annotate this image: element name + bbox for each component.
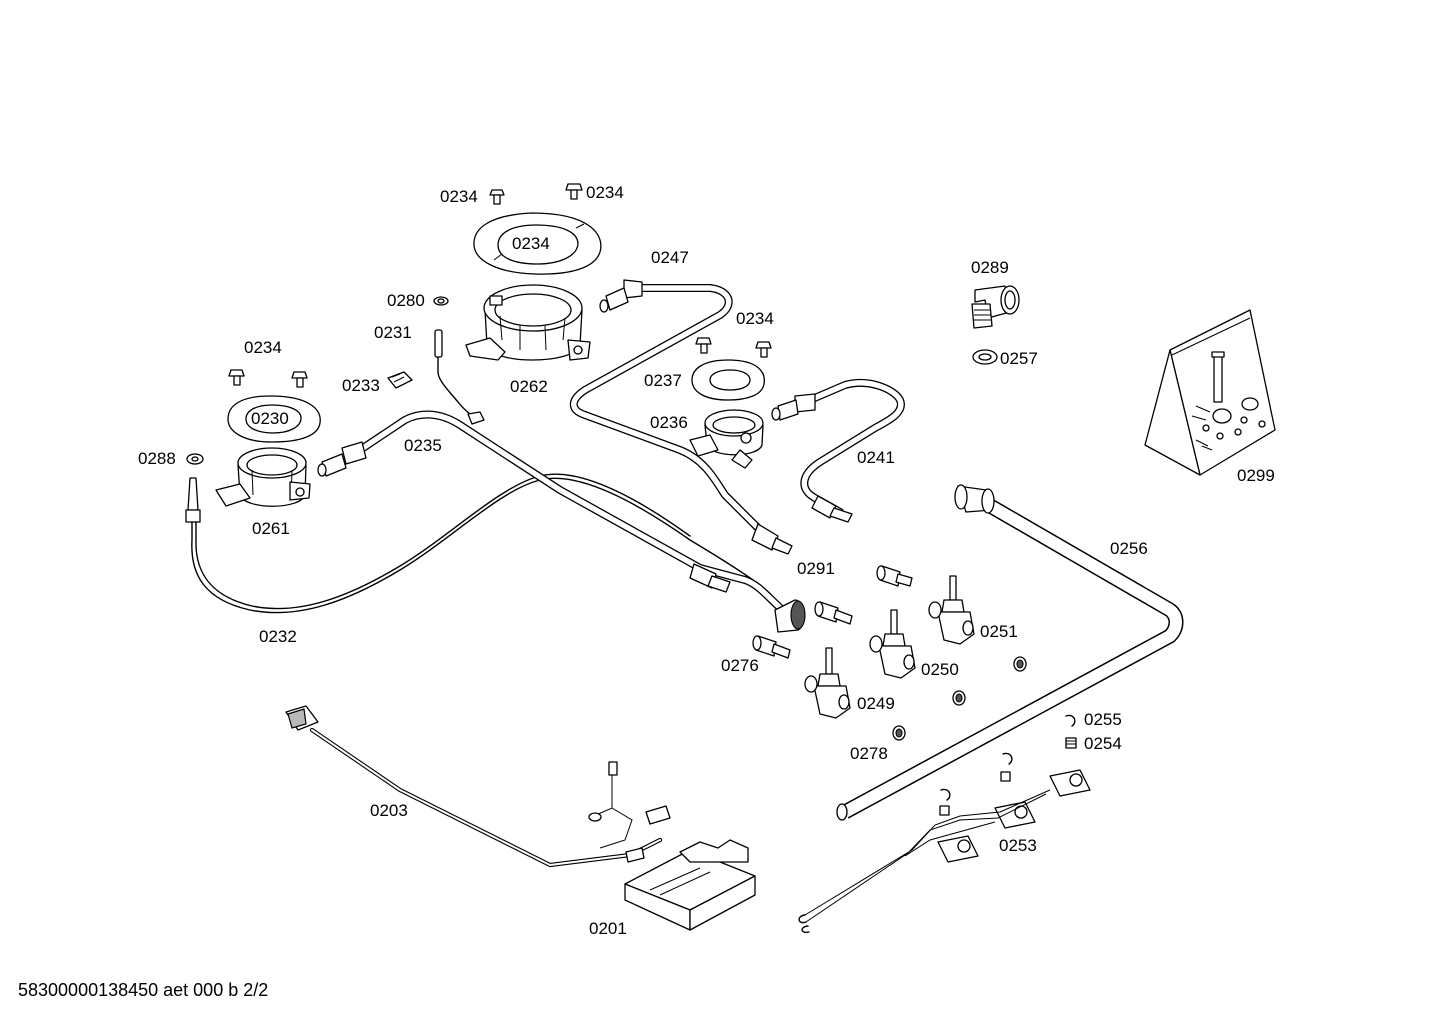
label-0280: 0280 <box>387 291 425 310</box>
gas-manifold-0256 <box>836 484 1184 821</box>
washer-0280 <box>433 296 449 306</box>
gas-tube-0247 <box>569 279 793 555</box>
label-0261: 0261 <box>252 519 290 538</box>
washer-0257 <box>972 349 998 365</box>
label-0255: 0255 <box>1084 710 1122 729</box>
label-0299: 0299 <box>1237 466 1275 485</box>
label-0250: 0250 <box>921 660 959 679</box>
gas-tube-0241 <box>771 378 905 523</box>
label-0235: 0235 <box>404 436 442 455</box>
label-0251: 0251 <box>980 622 1018 641</box>
injector-0276-a <box>876 565 913 587</box>
label-0254: 0254 <box>1084 734 1122 753</box>
gas-tube-0235 <box>317 410 789 616</box>
label-0234-top-right: 0234 <box>586 183 624 202</box>
gasket-ring-0234 <box>473 212 602 275</box>
seal-0278-c <box>892 725 906 741</box>
ignition-switch-0253 <box>798 769 1091 934</box>
screw-0234-left-b <box>291 371 308 388</box>
seal-0278-b <box>952 690 966 706</box>
thermocouple-0231 <box>434 329 485 425</box>
seal-0278-a <box>1013 656 1027 672</box>
clip-0255 <box>940 714 1076 801</box>
label-0278: 0278 <box>850 744 888 763</box>
accessory-bag-0299 <box>1144 309 1276 476</box>
label-0291: 0291 <box>797 559 835 578</box>
label-0233: 0233 <box>342 376 380 395</box>
label-0234-mid: 0234 <box>736 309 774 328</box>
thermocouple-0232 <box>185 473 776 614</box>
burner-cup-0236 <box>689 409 764 469</box>
gasket-ring-0237 <box>691 359 765 401</box>
label-0247: 0247 <box>651 248 689 267</box>
label-0232: 0232 <box>259 627 297 646</box>
screw-0234-top-left <box>489 189 505 205</box>
burner-cup-0262 <box>465 284 591 361</box>
label-0241: 0241 <box>857 448 895 467</box>
spark-module-0201 <box>624 839 756 931</box>
label-0230: 0230 <box>251 409 289 428</box>
label-0234-top-left: 0234 <box>440 187 478 206</box>
washer-0288 <box>186 453 204 465</box>
label-0289: 0289 <box>971 258 1009 277</box>
label-0201: 0201 <box>589 919 627 938</box>
part-labels: 0234 0234 0234 0247 0289 0280 0231 0234 … <box>138 183 1275 938</box>
label-0203: 0203 <box>370 801 408 820</box>
screw-0234-mid-a <box>695 337 712 354</box>
gasket-ring-0230 <box>227 395 321 443</box>
connector-0291 <box>774 599 806 633</box>
injector-0276-c <box>752 635 791 659</box>
screw-0234-top-right <box>565 183 583 200</box>
label-0262: 0262 <box>510 377 548 396</box>
label-0237: 0237 <box>644 371 682 390</box>
valve-0250 <box>869 609 916 679</box>
valve-0251 <box>928 575 975 645</box>
wiring-harness-0203 <box>285 705 671 868</box>
label-0236: 0236 <box>650 413 688 432</box>
label-0234-left: 0234 <box>244 338 282 357</box>
screw-0234-mid-b <box>755 341 772 358</box>
screw-0234-left-a <box>228 369 245 386</box>
burner-cup-0261 <box>215 447 311 507</box>
spring-0254 <box>939 737 1077 816</box>
document-footer-code: 58300000138450 aet 000 b 2/2 <box>18 980 269 1000</box>
label-0256: 0256 <box>1110 539 1148 558</box>
label-0276: 0276 <box>721 656 759 675</box>
label-0234-ring: 0234 <box>512 234 550 253</box>
label-0288: 0288 <box>138 449 176 468</box>
label-0249: 0249 <box>857 694 895 713</box>
elbow-fitting-0289 <box>971 285 1020 329</box>
label-0253: 0253 <box>999 836 1037 855</box>
clip-0233 <box>387 371 413 389</box>
label-0257: 0257 <box>1000 349 1038 368</box>
label-0231: 0231 <box>374 323 412 342</box>
injector-0276-b <box>814 601 853 625</box>
valve-0249 <box>804 647 851 719</box>
